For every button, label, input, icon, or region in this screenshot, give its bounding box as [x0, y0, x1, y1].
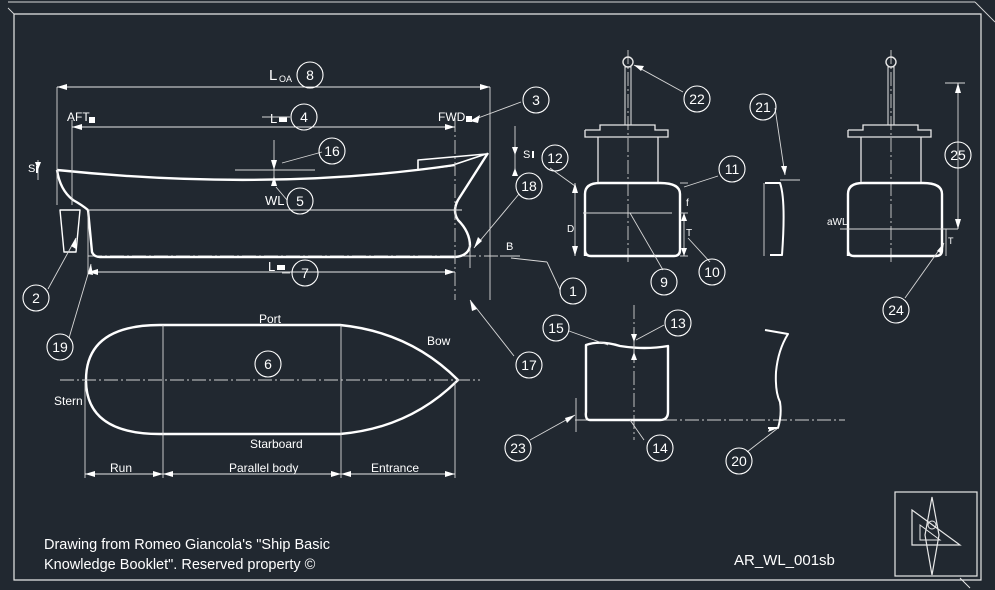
midship-hull	[583, 181, 682, 258]
sheer-fwd-label: S	[523, 149, 530, 161]
midship-section	[572, 50, 688, 265]
callout-21: 21	[749, 93, 777, 121]
svg-text:19: 19	[52, 339, 68, 355]
callout-13: 13	[664, 309, 692, 337]
forecastle	[417, 153, 487, 171]
aft-label: AFT	[67, 110, 90, 124]
svg-text:23: 23	[510, 440, 526, 456]
port-label: Port	[259, 312, 282, 326]
callout-14: 14	[646, 434, 674, 462]
svg-text:2: 2	[32, 290, 40, 306]
callout-24: 24	[882, 296, 910, 324]
depth-label: D	[567, 224, 574, 235]
svg-text:18: 18	[521, 178, 537, 194]
run-label: Run	[110, 461, 132, 475]
drawing-frame	[7, 1, 995, 581]
stern-overhang	[55, 169, 89, 211]
sheer-aft-label: S	[28, 163, 35, 175]
callout-23: 23	[504, 434, 532, 462]
svg-text:5: 5	[296, 193, 304, 209]
awl-label: aWL	[827, 217, 848, 228]
deck-line	[56, 163, 456, 182]
callout-2: 2	[22, 284, 50, 312]
callout-10: 10	[698, 258, 726, 286]
rudder	[59, 209, 81, 253]
svg-text:20: 20	[731, 453, 747, 469]
callout-22: 22	[683, 85, 711, 113]
svg-text:13: 13	[670, 315, 686, 331]
entrance-label: Entrance	[371, 461, 419, 475]
lbp-subscript-mark	[279, 117, 287, 122]
bow-label: Bow	[427, 334, 451, 348]
callout-9: 9	[650, 268, 678, 296]
stern-label: Stern	[54, 394, 83, 408]
plan-view	[60, 323, 480, 478]
svg-text:10: 10	[704, 264, 720, 280]
callout-17: 17	[515, 351, 543, 379]
svg-text:22: 22	[689, 91, 705, 107]
svg-text:15: 15	[548, 320, 564, 336]
svg-text:7: 7	[301, 265, 309, 281]
section-hull	[584, 341, 670, 422]
svg-text:12: 12	[547, 150, 563, 166]
callout-6: 6	[254, 350, 282, 378]
aft-marker	[89, 117, 95, 123]
svg-text:17: 17	[521, 357, 537, 373]
svg-text:8: 8	[306, 67, 314, 83]
svg-text:16: 16	[324, 143, 340, 159]
loa-subscript: OA	[279, 74, 292, 84]
lbp-label: L	[270, 111, 277, 126]
callout-20: 20	[725, 447, 753, 475]
breadth-label: B	[506, 241, 513, 253]
fwd-label: FWD	[438, 110, 466, 124]
callout-circles: 1 2 3 4 5 6 7 8 9 10 11 12 13 14 15 16 1…	[22, 61, 972, 475]
callout-15: 15	[542, 314, 570, 342]
credit-line-1: Drawing from Romeo Giancola's "Ship Basi…	[44, 537, 330, 553]
credit-line-2: Knowledge Booklet". Reserved property ©	[44, 557, 316, 573]
svg-text:24: 24	[888, 302, 904, 318]
callout-5: 5	[286, 187, 314, 215]
wl-label: WL	[265, 193, 285, 208]
callout-19: 19	[46, 333, 74, 361]
lwl-subscript-mark	[277, 265, 285, 270]
svg-text:4: 4	[300, 109, 308, 125]
callout-11: 11	[718, 155, 746, 183]
waterplane-area	[84, 323, 460, 436]
draft-label: T	[686, 228, 692, 239]
midship-side-profile	[763, 179, 800, 256]
right-midship-section	[840, 50, 965, 265]
starboard-label: Starboard	[250, 437, 303, 451]
compass-logo-icon	[894, 491, 978, 589]
parallel-body-label: Parallel body	[229, 461, 298, 475]
svg-text:21: 21	[755, 99, 771, 115]
callout-1: 1	[559, 277, 587, 305]
loa-label: L	[269, 67, 277, 84]
freeboard-label: f	[686, 198, 689, 209]
draft-label-2: T	[948, 236, 954, 246]
svg-text:25: 25	[950, 147, 966, 163]
callout-8: 8	[296, 61, 324, 89]
svg-text:11: 11	[725, 161, 740, 177]
svg-text:1: 1	[569, 283, 577, 299]
callout-12: 12	[541, 144, 569, 172]
fwd-marker	[466, 116, 472, 122]
svg-text:9: 9	[660, 274, 668, 290]
drawing-code: AR_WL_001sb	[734, 552, 835, 569]
callout-7: 7	[291, 259, 319, 287]
svg-text:6: 6	[264, 356, 272, 372]
callout-4: 4	[290, 103, 318, 131]
profile-view	[35, 84, 520, 300]
svg-text:14: 14	[652, 440, 668, 456]
svg-text:3: 3	[532, 92, 540, 108]
callout-16: 16	[318, 137, 346, 165]
section-side-profile	[764, 329, 789, 429]
callout-3: 3	[522, 86, 550, 114]
lwl-label: L	[268, 259, 275, 274]
forward-section	[575, 305, 845, 440]
callout-25: 25	[944, 141, 972, 169]
leader-lines	[47, 64, 945, 453]
callout-18: 18	[515, 172, 543, 200]
